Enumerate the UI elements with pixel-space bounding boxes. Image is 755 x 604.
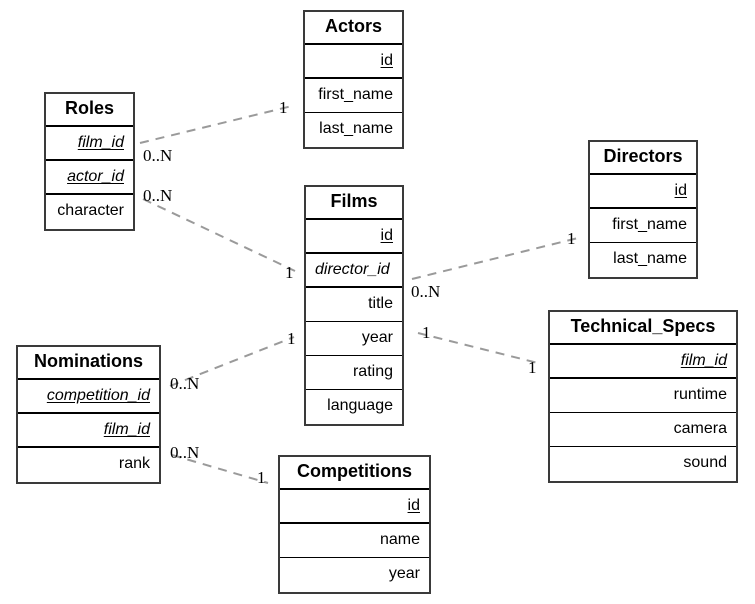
attribute-row-nominations-competition_id: competition_id <box>18 380 159 414</box>
cardinality-roles-films-to: 1 <box>285 263 294 282</box>
cardinality-nominations-films-from: 0..N <box>170 374 200 393</box>
attribute-row-films-director_id: director_id <box>306 254 402 288</box>
attribute-name-films-director_id: director_id <box>315 261 390 278</box>
attribute-name-technical_specs-camera: camera <box>673 420 727 437</box>
attribute-name-actors-id: id <box>380 52 393 69</box>
attribute-name-films-language: language <box>327 397 393 414</box>
attribute-row-nominations-rank: rank <box>18 448 159 482</box>
attribute-name-directors-first_name: first_name <box>612 216 687 233</box>
attribute-row-films-title: title <box>306 288 402 322</box>
attribute-row-technical_specs-camera: camera <box>550 413 736 447</box>
attribute-name-actors-first_name: first_name <box>318 86 393 103</box>
attribute-row-films-language: language <box>306 390 402 424</box>
attribute-name-films-year: year <box>361 329 393 346</box>
entity-title-directors: Directors <box>590 142 696 175</box>
attribute-name-competitions-name: name <box>379 531 420 548</box>
attribute-name-nominations-rank: rank <box>118 455 150 472</box>
cardinality-nominations-competitions-to: 1 <box>257 468 266 487</box>
attribute-name-films-rating: rating <box>352 363 393 380</box>
attribute-row-technical_specs-runtime: runtime <box>550 379 736 413</box>
cardinality-roles-actors-to: 1 <box>279 98 288 117</box>
entity-title-actors: Actors <box>305 12 402 45</box>
relationship-line-roles-actors <box>139 105 293 144</box>
entity-table-roles[interactable]: Roles film_id actor_id character <box>44 92 135 231</box>
attribute-row-nominations-film_id: film_id <box>18 414 159 448</box>
attribute-row-films-year: year <box>306 322 402 356</box>
entity-table-actors[interactable]: Actors id first_name last_name <box>303 10 404 149</box>
attribute-name-actors-last_name: last_name <box>319 120 393 137</box>
attribute-name-films-title: title <box>368 295 393 312</box>
attribute-row-roles-character: character <box>46 195 133 229</box>
relationship-line-roles-films <box>142 198 296 272</box>
attribute-name-technical_specs-sound: sound <box>683 454 727 471</box>
attribute-row-actors-id: id <box>305 45 402 79</box>
attribute-row-competitions-name: name <box>280 524 429 558</box>
entity-table-competitions[interactable]: Competitions id name year <box>278 455 431 594</box>
attribute-name-roles-character: character <box>57 202 124 219</box>
relationship-line-films-directors <box>411 237 579 280</box>
cardinality-films-technical_specs-to: 1 <box>528 358 537 377</box>
attribute-row-films-rating: rating <box>306 356 402 390</box>
attribute-row-actors-first_name: first_name <box>305 79 402 113</box>
attribute-row-directors-id: id <box>590 175 696 209</box>
attribute-name-directors-id: id <box>674 182 687 199</box>
attribute-row-competitions-id: id <box>280 490 429 524</box>
attribute-name-technical_specs-film_id: film_id <box>680 352 727 369</box>
attribute-name-roles-actor_id: actor_id <box>67 168 124 185</box>
attribute-name-directors-last_name: last_name <box>613 250 687 267</box>
attribute-name-competitions-year: year <box>388 565 420 582</box>
entity-title-nominations: Nominations <box>18 347 159 380</box>
attribute-row-competitions-year: year <box>280 558 429 592</box>
attribute-row-roles-film_id: film_id <box>46 127 133 161</box>
entity-title-competitions: Competitions <box>280 457 429 490</box>
attribute-name-nominations-competition_id: competition_id <box>46 387 150 404</box>
attribute-row-technical_specs-film_id: film_id <box>550 345 736 379</box>
attribute-name-nominations-film_id: film_id <box>103 421 150 438</box>
entity-table-directors[interactable]: Directors id first_name last_name <box>588 140 698 279</box>
cardinality-nominations-competitions-from: 0..N <box>170 443 200 462</box>
cardinality-nominations-films-to: 1 <box>287 329 296 348</box>
attribute-row-technical_specs-sound: sound <box>550 447 736 481</box>
attribute-row-directors-last_name: last_name <box>590 243 696 277</box>
relationship-line-films-technical_specs <box>417 332 539 364</box>
entity-title-technical_specs: Technical_Specs <box>550 312 736 345</box>
entity-title-roles: Roles <box>46 94 133 127</box>
cardinality-films-directors-from: 0..N <box>411 282 441 301</box>
attribute-name-films-id: id <box>380 227 393 244</box>
cardinality-films-directors-to: 1 <box>567 229 576 248</box>
attribute-row-directors-first_name: first_name <box>590 209 696 243</box>
cardinality-roles-films-from: 0..N <box>143 186 173 205</box>
cardinality-films-technical_specs-from: 1 <box>422 323 431 342</box>
attribute-row-roles-actor_id: actor_id <box>46 161 133 195</box>
attribute-name-roles-film_id: film_id <box>77 134 124 151</box>
attribute-name-technical_specs-runtime: runtime <box>673 386 727 403</box>
attribute-row-actors-last_name: last_name <box>305 113 402 147</box>
attribute-name-competitions-id: id <box>407 497 420 514</box>
entity-title-films: Films <box>306 187 402 220</box>
cardinality-roles-actors-from: 0..N <box>143 146 173 165</box>
attribute-row-films-id: id <box>306 220 402 254</box>
